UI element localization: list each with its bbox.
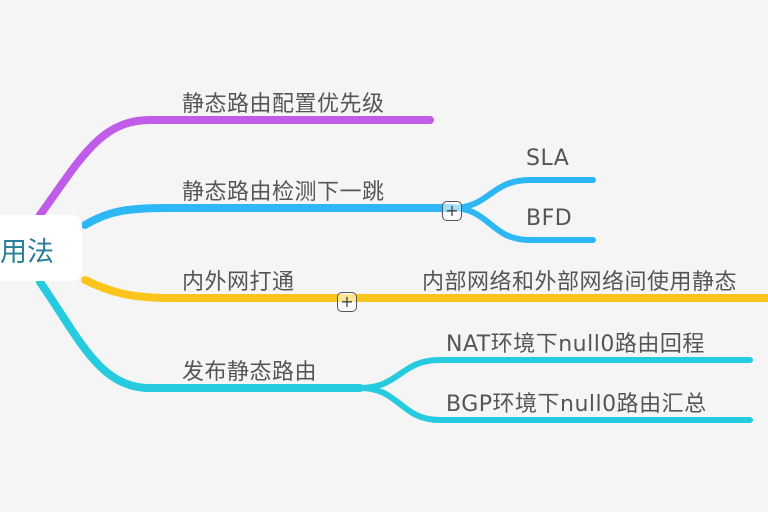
leaf-label-bgp[interactable]: BGP环境下null0路由汇总 — [446, 392, 707, 417]
plus-icon: + — [445, 201, 459, 220]
leaf-label-internal-external[interactable]: 内部网络和外部网络间使用静态 — [422, 270, 738, 295]
connector-blue-bfd — [449, 205, 596, 243]
connector-blue — [81, 204, 456, 229]
leaf-label-sla[interactable]: SLA — [526, 146, 570, 171]
connector-cyan — [36, 278, 364, 392]
expand-button-next-hop[interactable]: + — [442, 201, 462, 221]
leaf-label-nat[interactable]: NAT环境下null0路由回程 — [446, 332, 705, 357]
connector-cyan-bgp — [357, 385, 753, 423]
plus-icon: + — [340, 292, 354, 311]
connector-yellow — [81, 276, 768, 302]
connector-cyan-nat — [357, 357, 753, 391]
branch-label-priority[interactable]: 静态路由配置优先级 — [182, 92, 385, 117]
branch-label-publish[interactable]: 发布静态路由 — [182, 360, 318, 385]
branch-label-intranet[interactable]: 内外网打通 — [182, 270, 295, 295]
connector-blue-sla — [449, 177, 596, 211]
connector-purple — [36, 116, 434, 219]
root-node[interactable] — [0, 215, 82, 281]
leaf-label-bfd[interactable]: BFD — [526, 206, 573, 231]
expand-button-intranet[interactable]: + — [337, 292, 357, 312]
branch-label-next-hop[interactable]: 静态路由检测下一跳 — [182, 180, 385, 205]
root-label: 用法 — [0, 237, 54, 268]
